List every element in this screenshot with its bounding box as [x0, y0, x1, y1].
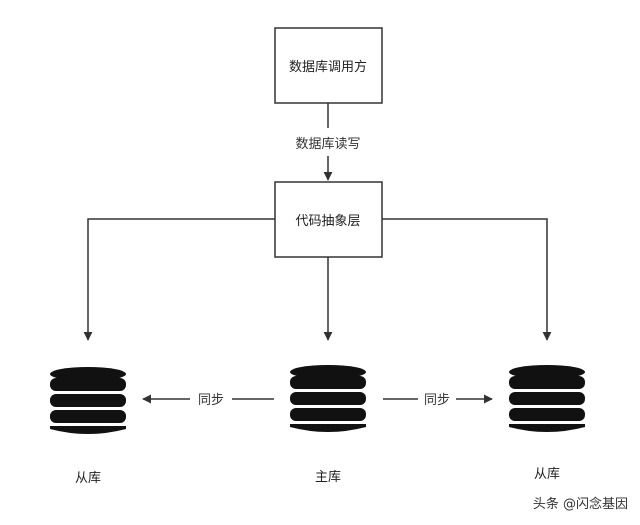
caller-label: 数据库调用方: [289, 59, 367, 75]
slave-right-label: 从库: [534, 466, 560, 482]
abstraction-box: [274, 181, 383, 258]
edge-abstraction-to-slave-left: [83, 218, 275, 341]
edge-sync-right: 同步: [383, 393, 493, 408]
edge-abstraction-to-slave-right: [382, 218, 552, 341]
master-node: 主库: [290, 365, 366, 485]
edge-sync-right-label: 同步: [424, 393, 450, 408]
slave-left-label: 从库: [75, 470, 101, 486]
database-icon: [290, 365, 366, 432]
abstraction-label: 代码抽象层: [295, 214, 360, 229]
database-icon: [509, 365, 585, 432]
abstraction-node: 代码抽象层: [274, 181, 383, 258]
edge-read-write-label: 数据库读写: [295, 136, 360, 152]
master-label: 主库: [315, 469, 341, 485]
database-icon: [50, 367, 126, 434]
caller-box: [274, 27, 383, 104]
slave-left-node: 从库: [50, 367, 126, 486]
edge-sync-left: 同步: [142, 393, 274, 408]
watermark-text: 头条 @闪念基因: [533, 496, 628, 512]
edge-read-write: 数据库读写: [295, 103, 361, 181]
caller-node: 数据库调用方: [274, 27, 383, 104]
slave-right-node: 从库: [509, 365, 585, 482]
edge-sync-left-label: 同步: [198, 393, 224, 408]
